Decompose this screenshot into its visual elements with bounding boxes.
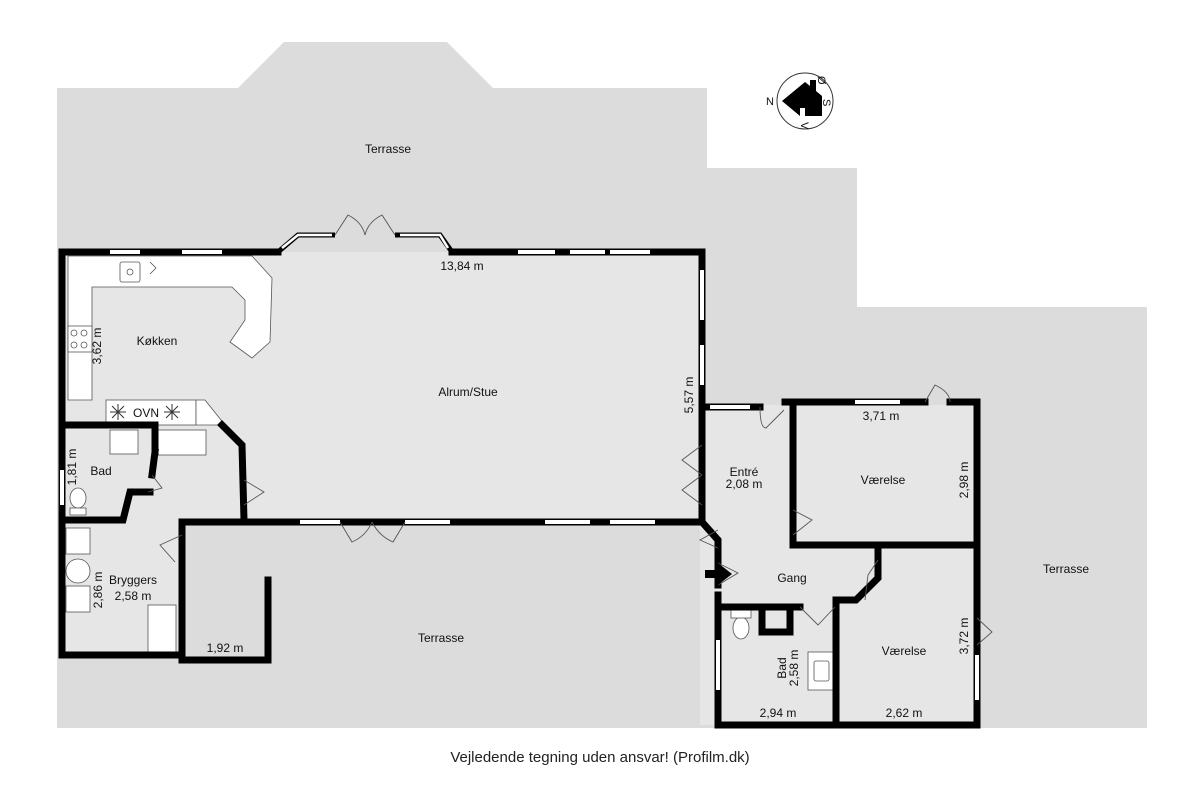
dimension-label: 2,08 m xyxy=(726,477,763,491)
dimension-label: 3,71 m xyxy=(863,409,900,423)
room-label-gang: Gang xyxy=(777,571,806,585)
dimension-label: 2,58 m xyxy=(787,650,801,687)
bay-window-glass xyxy=(281,233,450,249)
windows xyxy=(60,250,979,700)
dimension-label: 1,81 m xyxy=(65,449,79,486)
dimension-label: 3,72 m xyxy=(957,618,971,655)
room-label-alrum: Alrum/Stue xyxy=(438,385,498,399)
compass-east: Ø xyxy=(815,76,827,85)
dimension-label: 1,92 m xyxy=(207,641,244,655)
interior-floor xyxy=(62,252,978,725)
room-label-entre: Entré xyxy=(730,465,759,479)
dimension-label: 2,58 m xyxy=(115,589,152,603)
kitchen-sink-icon xyxy=(119,261,157,283)
dimension-label: 2,98 m xyxy=(957,462,971,499)
room-label-terrasse-right: Terrasse xyxy=(1043,562,1089,576)
kitchen-counter xyxy=(67,255,273,426)
compass-west: V xyxy=(798,122,810,130)
bathroom-fixtures xyxy=(69,429,207,516)
stove-burners-icon xyxy=(70,329,88,349)
entrance-arrow-icon xyxy=(705,563,732,585)
dimension-label: 2,62 m xyxy=(886,706,923,720)
room-label-bad-left: Bad xyxy=(90,464,111,478)
dimension-label: 13,84 m xyxy=(440,259,483,273)
dimension-label: 2,86 m xyxy=(91,572,105,609)
snowflake-icon xyxy=(110,404,126,420)
room-label-terrasse-bottom: Terrasse xyxy=(418,631,464,645)
disclaimer-footer: Vejledende tegning uden ansvar! (Profilm… xyxy=(450,749,750,766)
dimension-label: 2,94 m xyxy=(760,706,797,720)
room-label-kokken: Køkken xyxy=(137,334,178,348)
house-compass-icon xyxy=(776,72,834,130)
room-label-vaerelse-2: Værelse xyxy=(882,644,927,658)
snowflake-icon xyxy=(164,404,180,420)
dimension-label: 5,57 m xyxy=(682,377,696,414)
utility-fixtures xyxy=(65,527,177,654)
dimension-label: 3,62 m xyxy=(90,328,104,365)
compass-south: S xyxy=(820,99,832,106)
room-label-bryggers: Bryggers xyxy=(109,573,157,587)
oven-label: OVN xyxy=(133,406,159,420)
compass-north: N xyxy=(766,96,774,108)
room-label-bad-right: Bad xyxy=(775,657,789,678)
walls xyxy=(58,248,981,729)
door-swings xyxy=(147,214,993,646)
room-label-terrasse-top: Terrasse xyxy=(365,142,411,156)
room-label-vaerelse-1: Værelse xyxy=(861,473,906,487)
